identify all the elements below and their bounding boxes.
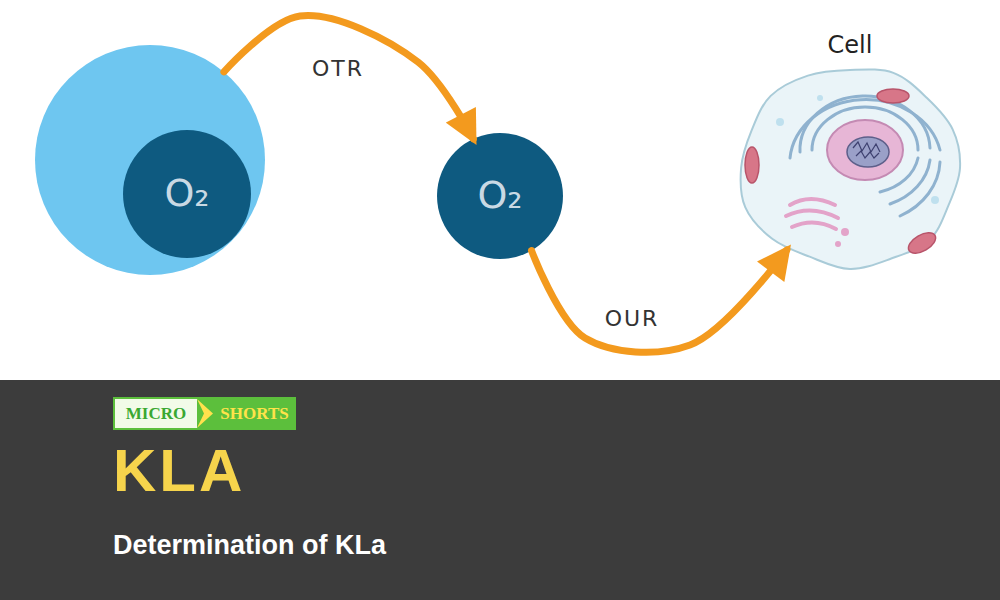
- subtitle: Determination of KLa: [113, 530, 386, 561]
- golgi-fold: [790, 199, 835, 205]
- vesicle: [841, 228, 849, 236]
- circle-shape: [437, 133, 563, 259]
- node-outline: [735, 28, 965, 278]
- logo-text: SHORTS: [213, 399, 296, 428]
- logo-text: MICRO: [115, 399, 197, 428]
- white-area: [0, 0, 1000, 380]
- er-fold: [800, 96, 930, 152]
- logo-chevron: [197, 399, 213, 428]
- oxygen-label: O₂: [477, 175, 522, 217]
- circle-shape: [123, 130, 251, 258]
- rate-label: OUR: [605, 306, 660, 331]
- vesicle: [776, 118, 784, 126]
- cell-membrane: [741, 69, 961, 269]
- cell-heading: Cell: [828, 32, 873, 58]
- flow-arrow: [224, 16, 473, 139]
- cell-node: Cell: [735, 28, 965, 278]
- er-fold: [890, 160, 930, 204]
- golgi-fold: [786, 210, 838, 218]
- oxygen-circle: O₂: [437, 133, 563, 259]
- vesicle: [835, 241, 841, 247]
- flow-arrow: [532, 250, 787, 352]
- mitochondrion: [877, 89, 909, 103]
- endoplasmic-reticulum: [790, 96, 940, 216]
- rate-label: OTR: [312, 56, 364, 81]
- oxygen-circle: O₂: [123, 130, 251, 258]
- vesicle: [931, 196, 939, 204]
- golgi-fold: [792, 222, 836, 229]
- circle-shape: [35, 45, 265, 275]
- node-text-box: Cell: [735, 28, 965, 62]
- er-fold: [790, 100, 940, 158]
- nucleolus: [847, 137, 889, 167]
- logo-left-panel: [115, 399, 197, 428]
- oxygen-circle: O₂: [35, 45, 265, 275]
- er-fold: [812, 107, 918, 150]
- chromatin: [853, 142, 880, 158]
- golgi: [786, 199, 838, 229]
- er-fold: [900, 162, 940, 216]
- vesicle: [817, 95, 823, 101]
- dark-band: [0, 380, 1000, 600]
- nucleus: [827, 120, 903, 180]
- mitochondrion: [745, 147, 759, 183]
- node-text-box: O₂: [437, 133, 563, 259]
- mitochondrion: [905, 229, 939, 258]
- oxygen-label: O₂: [164, 173, 209, 215]
- main-title: KLA: [113, 436, 245, 505]
- node-text-box: O₂: [123, 130, 251, 258]
- er-fold: [880, 158, 918, 192]
- logo-frame: [113, 397, 296, 430]
